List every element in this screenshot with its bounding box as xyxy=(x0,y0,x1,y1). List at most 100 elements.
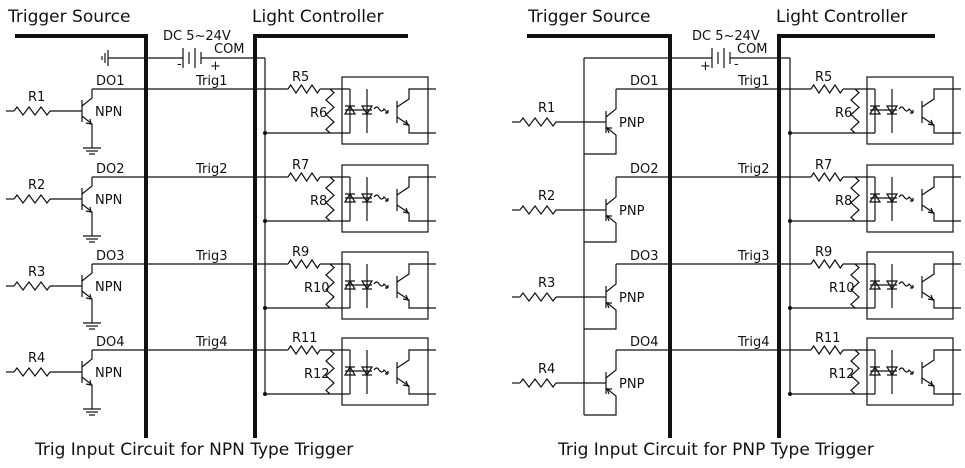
light-arrow-icon xyxy=(898,194,914,202)
trig-label: Trig4 xyxy=(195,335,228,350)
shunt-resistor-label: R10 xyxy=(304,281,330,296)
resistor-icon xyxy=(287,258,321,270)
transistor-type-label: PNP xyxy=(619,116,645,131)
trig-label: Trig3 xyxy=(737,249,770,264)
emitter-arrow xyxy=(606,388,612,395)
optocoupler xyxy=(341,76,436,145)
plus-label: + xyxy=(210,59,221,74)
junction-dot xyxy=(788,219,792,223)
light-arrow-icon xyxy=(898,281,914,289)
transistor-type-label: NPN xyxy=(95,105,122,120)
transistor-type-label: PNP xyxy=(619,377,645,392)
do-label: DO3 xyxy=(96,249,125,264)
phototransistor-emitter xyxy=(396,377,436,395)
optocoupler-box xyxy=(341,251,429,320)
circuit-caption: Trig Input Circuit for PNP Type Trigger xyxy=(557,440,874,460)
shunt-resistor-label: R12 xyxy=(829,367,855,382)
transistor-emitter xyxy=(81,203,93,232)
light-arrow-icon xyxy=(373,194,389,202)
resistor-icon xyxy=(519,205,557,215)
series-resistor-label: R7 xyxy=(292,158,309,173)
junction-dot xyxy=(788,392,792,396)
transistor-type-label: NPN xyxy=(95,366,122,381)
input-resistor-label: R3 xyxy=(538,276,555,291)
battery-icon xyxy=(182,48,202,68)
resistor-icon xyxy=(13,194,51,204)
resistor-icon xyxy=(287,344,321,356)
emitter-arrow xyxy=(927,207,934,214)
emitter-arrow xyxy=(606,215,612,222)
phototransistor-emitter xyxy=(396,291,436,309)
transistor-collector xyxy=(605,350,617,379)
emitter-arrow xyxy=(402,294,409,301)
input-resistor-label: R1 xyxy=(538,101,555,116)
emitter-arrow xyxy=(85,118,92,125)
transistor-collector xyxy=(605,264,617,293)
circuit-caption: Trig Input Circuit for NPN Type Trigger xyxy=(34,440,353,460)
emitter-arrow xyxy=(927,294,934,301)
light-controller-title: Light Controller xyxy=(252,7,383,27)
do-label: DO1 xyxy=(630,74,659,89)
shunt-resistor-label: R12 xyxy=(304,367,330,382)
trigger-source-boundary xyxy=(527,34,672,438)
optocoupler-box xyxy=(866,251,954,320)
do-label: DO3 xyxy=(630,249,659,264)
series-resistor-label: R7 xyxy=(815,158,832,173)
resistor-icon xyxy=(850,349,860,395)
transistor-emitter xyxy=(584,126,617,155)
input-resistor-label: R4 xyxy=(28,351,45,366)
transistor-type-label: NPN xyxy=(95,280,122,295)
transistor-collector xyxy=(81,264,93,282)
light-controller-boundary xyxy=(777,34,935,438)
transistor-type-label: PNP xyxy=(619,204,645,219)
trigger-source-title: Trigger Source xyxy=(7,7,130,27)
series-resistor-label: R11 xyxy=(815,331,841,346)
transistor-emitter xyxy=(81,115,93,144)
resistor-icon xyxy=(287,171,321,183)
resistor-icon xyxy=(850,88,860,134)
resistor-icon xyxy=(850,176,860,222)
transistor-emitter xyxy=(81,290,93,319)
transistor-type-label: NPN xyxy=(95,193,122,208)
transistor-collector xyxy=(81,350,93,368)
optocoupler xyxy=(866,164,961,233)
emitter-arrow xyxy=(402,119,409,126)
battery-icon xyxy=(711,48,731,68)
resistor-icon xyxy=(13,106,51,116)
series-resistor-label: R9 xyxy=(815,245,832,260)
trig-label: Trig2 xyxy=(737,162,770,177)
resistor-icon xyxy=(519,378,557,388)
junction-dot xyxy=(263,306,267,310)
transistor-collector xyxy=(81,177,93,195)
emitter-arrow xyxy=(606,302,612,309)
resistor-icon xyxy=(13,367,51,377)
light-controller-title: Light Controller xyxy=(776,7,907,27)
transistor-collector xyxy=(605,177,617,206)
shunt-resistor-label: R6 xyxy=(310,106,327,121)
trig-label: Trig4 xyxy=(737,335,770,350)
transistor-emitter xyxy=(81,376,93,405)
transistor-emitter xyxy=(584,214,617,243)
transistor-collector xyxy=(605,89,617,118)
optocoupler xyxy=(341,251,436,320)
phototransistor-emitter xyxy=(921,204,961,222)
phototransistor-collector xyxy=(921,88,961,108)
optocoupler-box xyxy=(866,164,954,233)
optocoupler-box xyxy=(341,164,429,233)
trig-label: Trig3 xyxy=(195,249,228,264)
series-resistor-label: R5 xyxy=(292,70,309,85)
ground-icon xyxy=(83,232,101,243)
transistor-collector xyxy=(81,89,93,107)
minus-label: - xyxy=(177,57,182,72)
junction-dot xyxy=(263,219,267,223)
supply-voltage-label: DC 5~24V xyxy=(692,29,760,44)
resistor-icon xyxy=(810,258,844,270)
do-label: DO2 xyxy=(630,162,659,177)
emitter-arrow xyxy=(927,119,934,126)
phototransistor-collector xyxy=(396,263,436,283)
